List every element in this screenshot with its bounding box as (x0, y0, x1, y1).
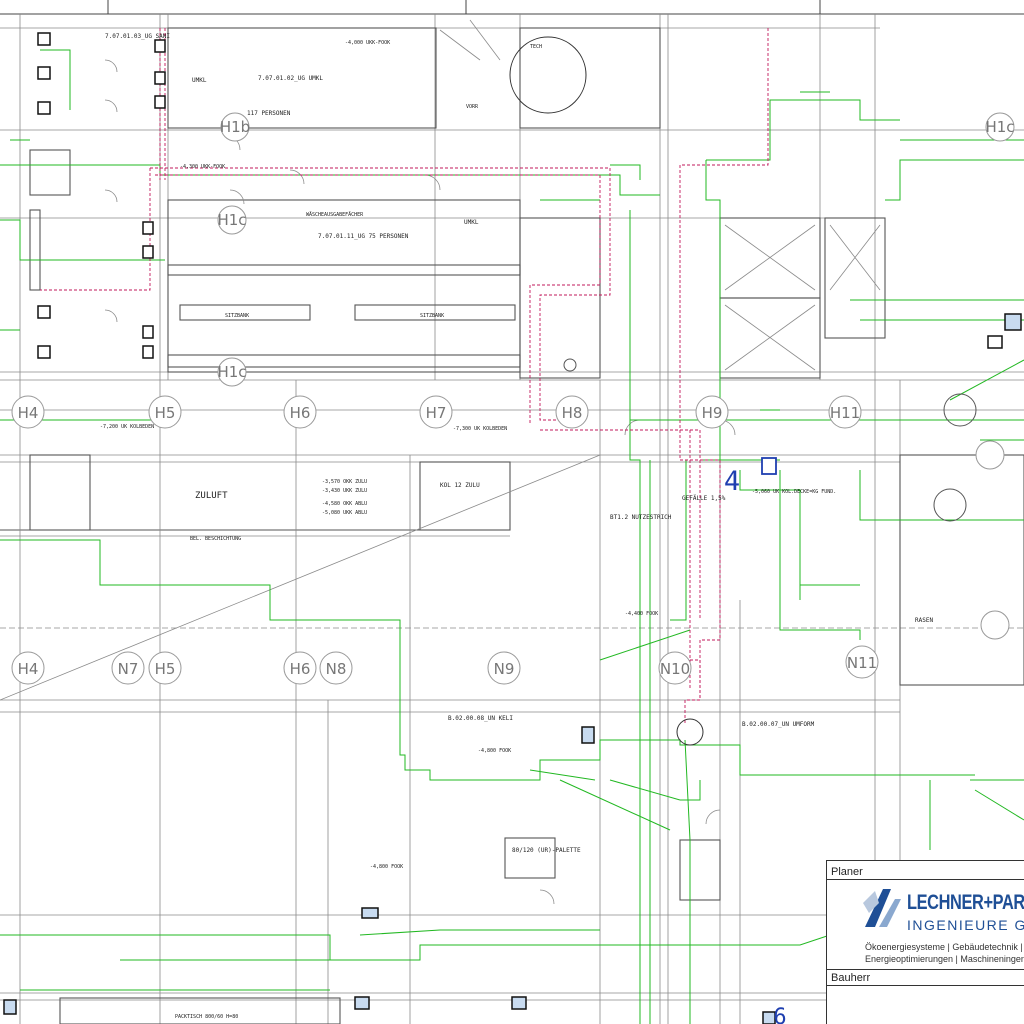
bauherr-label: Bauherr (831, 972, 871, 984)
grid-label: N7 (118, 660, 139, 678)
level-label: -4,000 UKK-FOOK (345, 40, 390, 46)
room-label: 7.07.01.02_UG UMKL (258, 75, 323, 82)
grid-marker-h1c-3: H1c (985, 112, 1015, 142)
room-label: 7.07.01.03_UG SANI (105, 33, 170, 40)
title-block: Planer LECHNER+PARTNE INGENIEURE GMB Öko… (826, 860, 1024, 1024)
grid-marker-h6: H6 (283, 395, 317, 429)
company-name: LECHNER+PARTNE (907, 891, 1024, 914)
grid-marker-h8: H8 (555, 395, 589, 429)
grid-label: H4 (18, 404, 39, 422)
grid-marker-h1b: H1b (220, 112, 250, 142)
grid-marker-h9: H9 (695, 395, 729, 429)
grid-label: H9 (702, 404, 723, 422)
level-label: -3,430 UKK ZULU (322, 488, 367, 494)
company-services-line-1: Ökoenergiesysteme | Gebäudetechnik | Ele… (865, 942, 1024, 952)
room-label: BEL. BESCHICHTUNG (190, 536, 241, 542)
room-label: WÄSCHEAUSGABEFÄCHER (306, 211, 364, 218)
level-label: -7,200 UK KOLBEDEN (100, 424, 154, 430)
section-marker-6: 6 (773, 1005, 786, 1024)
level-label: -4,800 FOOK (370, 864, 403, 870)
grid-label: H11 (830, 404, 860, 422)
grid-label: H6 (290, 404, 311, 422)
room-label: B.02.00.07_UN UMFORM (742, 721, 815, 728)
grid-marker-h1c-2: H1c (217, 357, 247, 387)
grid-marker-h5: H5 (148, 395, 182, 429)
room-label: SITZBANK (225, 313, 249, 319)
room-label: ZULUFT (195, 491, 228, 501)
red-dashed-boundary (40, 28, 769, 725)
level-label: -5,080 UKK ABLU (322, 510, 367, 516)
title-block-divider (827, 879, 1024, 880)
grid-marker-h10: H11 (828, 395, 862, 429)
company-services-line-2: Energieoptimierungen | Maschineningenieu… (865, 954, 1024, 964)
building-structure (0, 14, 1024, 1024)
room-label: UMKL (464, 219, 479, 226)
grid-label: H7 (426, 404, 447, 422)
room-label: TECH (530, 44, 542, 50)
room-label: PACKTISCH 800/60 H=80 (175, 1014, 238, 1020)
grid-label: H4 (18, 660, 39, 678)
grid-label: H8 (562, 404, 583, 422)
grid-marker-h5-lower: H5 (148, 651, 182, 685)
grid-label: H1b (220, 118, 250, 136)
grid-label: H6 (290, 660, 311, 678)
title-block-divider (827, 969, 1024, 970)
room-label: SITZBANK (420, 313, 444, 319)
grid-marker-h7: H7 (419, 395, 453, 429)
grid-label: N9 (494, 660, 515, 678)
grid-axis-markers: H4 H5 H6 H7 H8 H9 H11 H4 N7 H5 H6 N8 N9 … (11, 36, 1015, 746)
room-label: RASEN (915, 617, 933, 624)
sanitary-fixtures (3, 32, 1022, 1024)
grid-label: H1c (217, 211, 246, 229)
room-label: 117 PERSONEN (247, 110, 291, 117)
grid-label: H5 (155, 660, 176, 678)
grid-label: N10 (660, 660, 690, 678)
room-label: GEFÄLLE 1,5% (682, 495, 726, 502)
level-label: -4,300 UKK-FOOK (180, 164, 225, 170)
level-label: -3,570 OKK ZULU (322, 479, 367, 485)
grid-marker-h1c: H1c (217, 205, 247, 235)
grid-label: H1c (217, 363, 246, 381)
grid-marker-n9: N9 (487, 651, 521, 685)
grid-marker-n11: N11 (845, 645, 879, 679)
room-label: BT1.2 NUTZESTRICH (610, 514, 672, 521)
grid-label: H1c (985, 118, 1014, 136)
drawing-annotations: 7.07.01.03_UG SANI 7.07.01.02_UG UMKL 7.… (100, 33, 933, 1024)
level-label: -4,400 FOOK (625, 611, 658, 617)
grid-marker-h4-lower: H4 (11, 651, 45, 685)
title-block-divider (827, 985, 1024, 986)
grid-marker-n10: N10 (658, 651, 692, 685)
room-label: KOL 12 ZULU (440, 482, 480, 489)
grid-marker-h4: H4 (11, 395, 45, 429)
section-marker-4: 4 (724, 466, 740, 497)
grid-label: H5 (155, 404, 176, 422)
grid-marker-n7: N7 (111, 651, 145, 685)
level-label: -4,580 OKK ABLU (322, 501, 367, 507)
grid-marker-n8: N8 (319, 651, 353, 685)
grid-label: N8 (326, 660, 347, 678)
company-logo-icon (863, 889, 901, 927)
room-label: UMKL (192, 77, 207, 84)
grid-label: N11 (847, 654, 877, 672)
level-label: -7,300 UK KOLBEDEN (453, 426, 507, 432)
room-label: 7.07.01.11_UG 75 PERSONEN (318, 233, 409, 240)
planer-label: Planer (831, 866, 863, 878)
room-label: 80/120 (UR)-PALETTE (512, 847, 581, 854)
company-subtitle: INGENIEURE GMB (907, 917, 1024, 933)
room-label: B.02.00.08_UN KELI (448, 715, 513, 722)
grid-marker-h6-lower: H6 (283, 651, 317, 685)
room-label: VORR (466, 104, 479, 110)
green-pipe-network (0, 49, 1024, 1024)
level-label: -5,060 UK KOL.DECKE=KG FUND. (752, 489, 836, 495)
level-label: -4,800 FOOK (478, 748, 511, 754)
